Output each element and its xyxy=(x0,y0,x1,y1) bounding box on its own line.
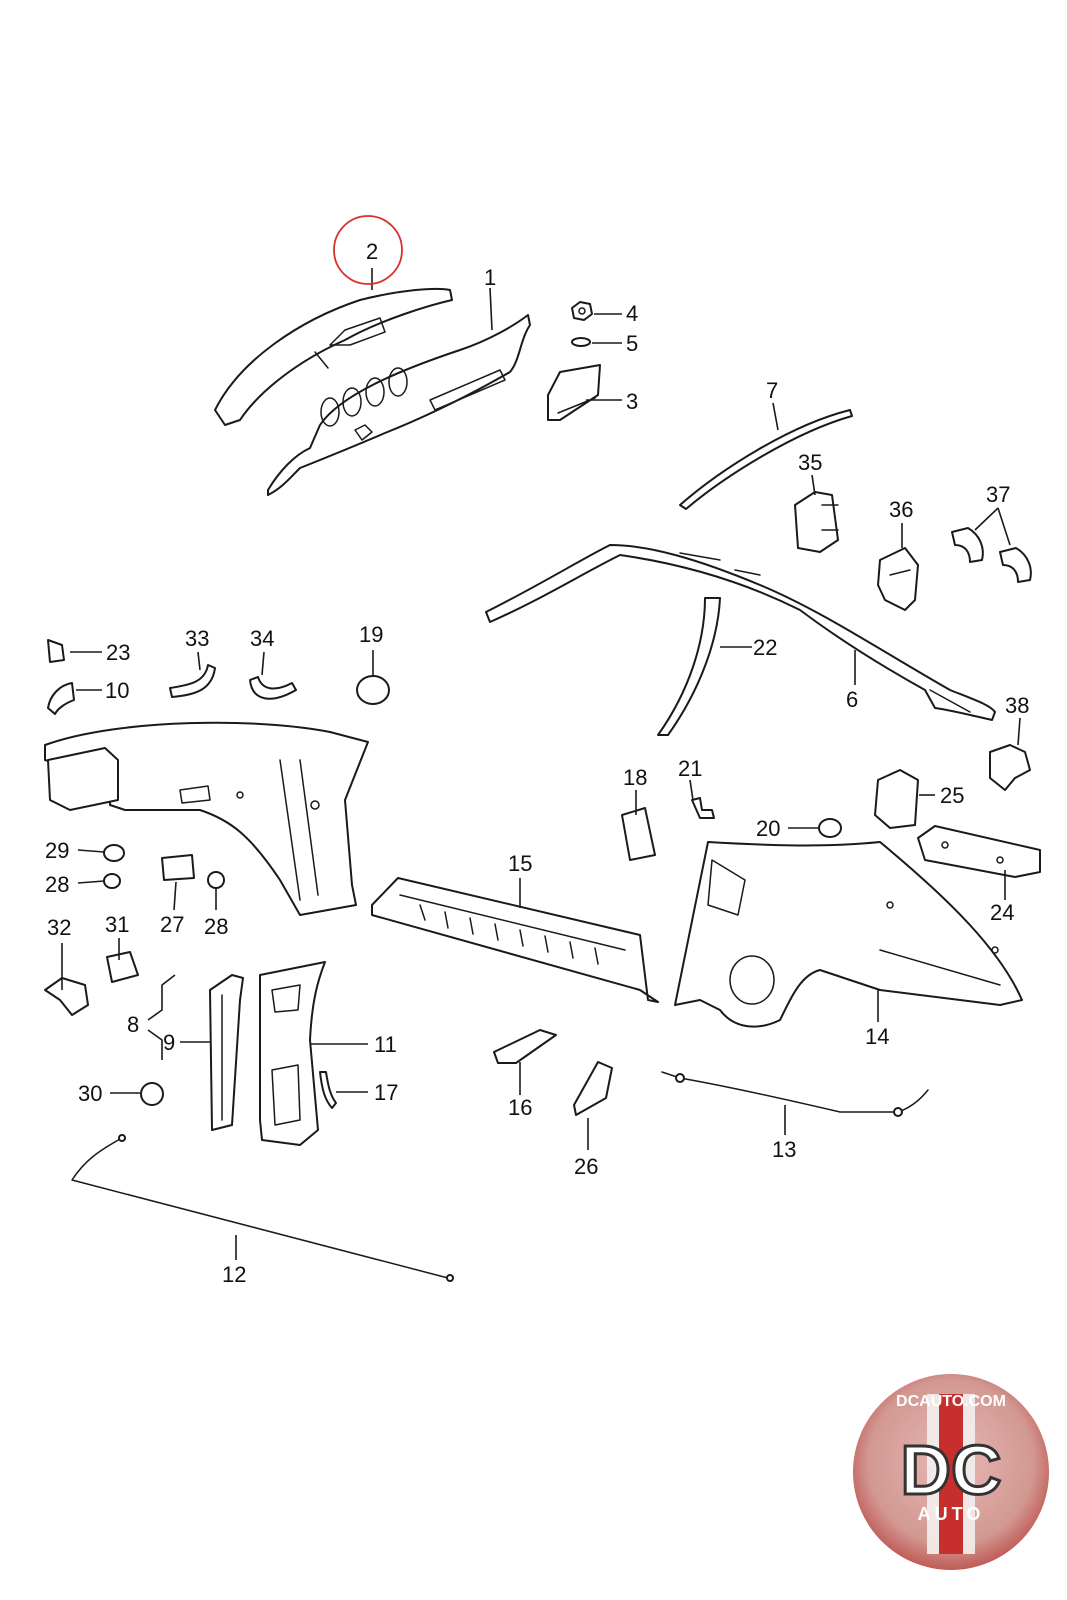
callout-25[interactable]: 25 xyxy=(940,783,964,808)
callout-8[interactable]: 8 xyxy=(127,1012,139,1037)
part-29-grommet[interactable] xyxy=(103,844,125,862)
callout-10[interactable]: 10 xyxy=(105,678,129,703)
callout-15[interactable]: 15 xyxy=(508,851,532,876)
callout-26[interactable]: 26 xyxy=(574,1154,598,1179)
callout-24[interactable]: 24 xyxy=(990,900,1014,925)
callout-labels: 2 1 4 5 3 7 35 36 37 22 6 38 23 10 33 34… xyxy=(45,239,1029,1287)
part-6-windshield-frame[interactable] xyxy=(485,544,996,721)
part-3-bracket[interactable] xyxy=(547,364,601,421)
part-23-clip[interactable] xyxy=(47,639,65,663)
part-33-hose[interactable] xyxy=(169,664,216,698)
dcauto-logo: DCAUTO.COM DC AUTO xyxy=(853,1374,1049,1570)
callout-4[interactable]: 4 xyxy=(626,301,638,326)
callout-14[interactable]: 14 xyxy=(865,1024,889,1049)
callout-37[interactable]: 37 xyxy=(986,482,1010,507)
callout-33[interactable]: 33 xyxy=(185,626,209,651)
part-26-bracket[interactable] xyxy=(573,1061,613,1116)
logo-word: AUTO xyxy=(918,1504,985,1524)
front-inner-wing-assembly[interactable] xyxy=(44,721,369,916)
callout-38[interactable]: 38 xyxy=(1005,693,1029,718)
callout-29[interactable]: 29 xyxy=(45,838,69,863)
part-27-cover[interactable] xyxy=(161,854,195,881)
callout-1[interactable]: 1 xyxy=(484,265,496,290)
part-37-hose-fittings[interactable] xyxy=(951,527,1032,583)
callout-31[interactable]: 31 xyxy=(105,912,129,937)
part-4-nut[interactable] xyxy=(571,301,593,321)
part-32-bracket[interactable] xyxy=(44,977,89,1016)
part-31-bracket[interactable] xyxy=(106,951,139,983)
part-18-bracket[interactable] xyxy=(621,807,656,861)
callout-13[interactable]: 13 xyxy=(772,1137,796,1162)
callout-36[interactable]: 36 xyxy=(889,497,913,522)
part-19-plug[interactable] xyxy=(356,675,390,705)
callout-28a[interactable]: 28 xyxy=(45,872,69,897)
logo-site-text: DCAUTO.COM xyxy=(896,1393,1006,1410)
callout-20[interactable]: 20 xyxy=(756,816,780,841)
part-14-rear-quarter[interactable] xyxy=(674,841,1023,1028)
callout-12[interactable]: 12 xyxy=(222,1262,246,1287)
part-25-bracket[interactable] xyxy=(874,769,919,829)
part-12-cable[interactable] xyxy=(71,1134,454,1282)
part-34-hose[interactable] xyxy=(249,676,297,700)
part-35-hinge[interactable] xyxy=(794,491,839,553)
part-2-dash-top[interactable] xyxy=(214,287,453,426)
part-22-pillar[interactable] xyxy=(657,597,721,736)
callout-16[interactable]: 16 xyxy=(508,1095,532,1120)
callout-5[interactable]: 5 xyxy=(626,331,638,356)
part-17-seal[interactable] xyxy=(319,1071,337,1109)
callout-23[interactable]: 23 xyxy=(106,640,130,665)
part-36-bracket[interactable] xyxy=(877,547,919,611)
part-24-panel[interactable] xyxy=(917,825,1041,878)
part-16-bracket[interactable] xyxy=(493,1029,557,1064)
callout-27[interactable]: 27 xyxy=(160,912,184,937)
logo-stripe-red xyxy=(939,1394,963,1554)
callout-18[interactable]: 18 xyxy=(623,765,647,790)
callout-32[interactable]: 32 xyxy=(47,915,71,940)
callout-21[interactable]: 21 xyxy=(678,756,702,781)
callout-11[interactable]: 11 xyxy=(374,1032,397,1057)
part-11-door-post[interactable] xyxy=(259,961,326,1146)
callout-7[interactable]: 7 xyxy=(766,378,778,403)
callout-35[interactable]: 35 xyxy=(798,450,822,475)
highlight-circle xyxy=(333,215,403,285)
part-21-clip[interactable] xyxy=(691,797,715,819)
part-28-grommet-a[interactable] xyxy=(103,873,121,889)
part-13-cable[interactable] xyxy=(661,1071,929,1117)
part-9-door-post-trim[interactable] xyxy=(209,974,244,1131)
callout-30[interactable]: 30 xyxy=(78,1081,102,1106)
part-1-dashboard[interactable] xyxy=(267,314,531,496)
callout-3[interactable]: 3 xyxy=(626,389,638,414)
callout-19[interactable]: 19 xyxy=(359,622,383,647)
callout-9[interactable]: 9 xyxy=(163,1030,175,1055)
callout-28b[interactable]: 28 xyxy=(204,914,228,939)
callout-34[interactable]: 34 xyxy=(250,626,274,651)
part-7-trim-strip[interactable] xyxy=(679,409,853,510)
leader-lines xyxy=(61,268,1021,1260)
part-20-grommet[interactable] xyxy=(818,818,842,838)
callout-6[interactable]: 6 xyxy=(846,687,858,712)
callout-2[interactable]: 2 xyxy=(366,239,378,264)
callout-17[interactable]: 17 xyxy=(374,1080,398,1105)
part-15-rocker-panel[interactable] xyxy=(371,877,659,1003)
part-38-clip[interactable] xyxy=(989,744,1031,791)
logo-letters: DC xyxy=(900,1431,1001,1509)
part-28-grommet-b[interactable] xyxy=(207,871,225,889)
part-30-grommet[interactable] xyxy=(140,1082,164,1106)
callout-22[interactable]: 22 xyxy=(753,635,777,660)
part-10-bracket[interactable] xyxy=(47,682,75,715)
part-5-washer[interactable] xyxy=(571,337,591,347)
